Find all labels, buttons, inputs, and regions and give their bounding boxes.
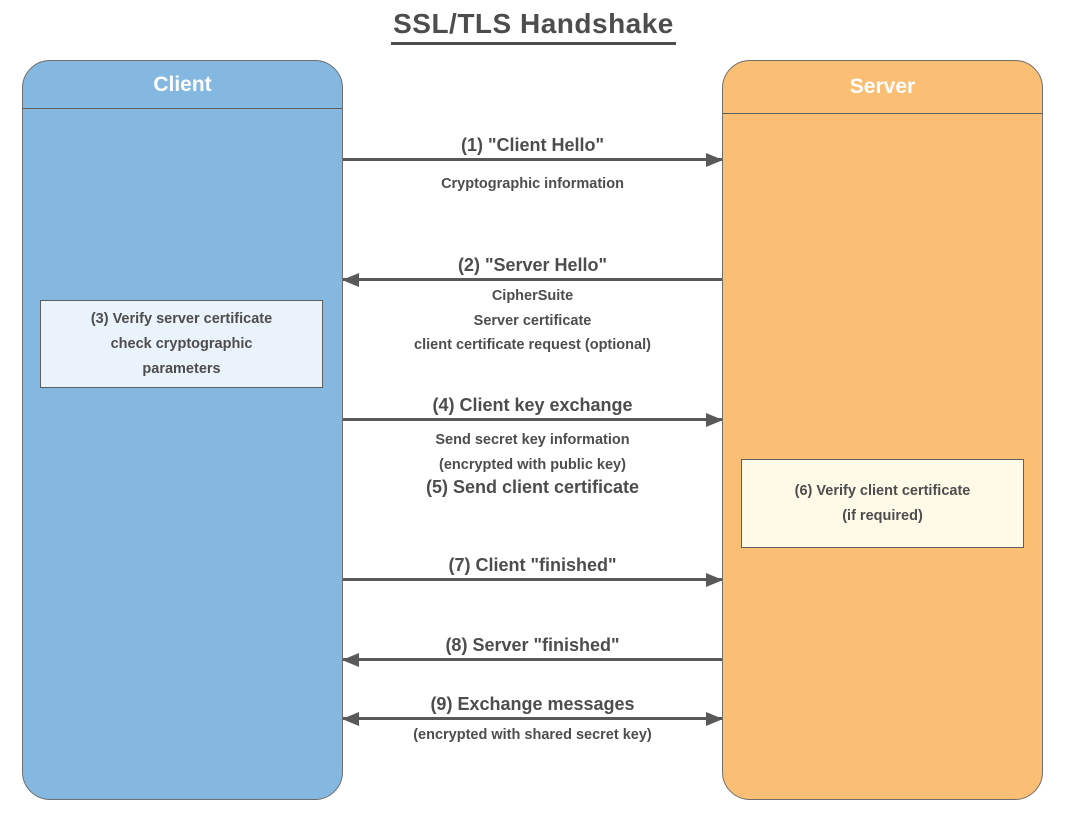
arrow-head-right-icon (706, 711, 723, 726)
client-note-line: parameters (142, 361, 221, 377)
message-row-server-hello: (2) "Server Hello" CipherSuite Server ce… (342, 252, 722, 362)
message-details: Send secret key information (encrypted w… (343, 428, 722, 477)
arrow-head-left-icon (342, 652, 359, 667)
message-detail-line: (encrypted with shared secret key) (413, 727, 652, 743)
message-label: (2) "Server Hello" (457, 255, 608, 275)
message-detail-line: CipherSuite (491, 288, 574, 304)
message-arrow-line (343, 578, 722, 581)
message-details: (encrypted with shared secret key) (343, 723, 722, 748)
arrow-head-left-icon (342, 272, 359, 287)
message-row-client-hello: (1) "Client Hello" Cryptographic informa… (343, 132, 723, 197)
message-label: (1) "Client Hello" (460, 135, 605, 155)
client-note-line: check cryptographic (110, 336, 253, 352)
server-note-line: (if required) (842, 508, 923, 524)
message-row-client-key-exchange: (4) Client key exchange Send secret key … (343, 392, 723, 504)
arrow-head-left-icon (342, 711, 359, 726)
message-detail-line: Server certificate (473, 312, 592, 329)
send-client-certificate-label: (5) Send client certificate (425, 477, 640, 497)
message-row-server-finished: (8) Server "finished" (342, 632, 722, 667)
server-note-box: (6) Verify client certificate (if requir… (741, 459, 1024, 548)
message-arrow-line (343, 158, 722, 161)
message-label: (7) Client "finished" (448, 555, 617, 575)
message-label: (4) Client key exchange (432, 395, 633, 415)
message-label: (9) Exchange messages (430, 694, 635, 714)
message-details: Cryptographic information (343, 172, 722, 197)
arrow-head-right-icon (706, 572, 723, 587)
server-pool: Server (722, 60, 1043, 800)
message-detail-line: client certificate request (optional) (414, 337, 651, 353)
message-label: (8) Server "finished" (445, 635, 620, 655)
client-pool-header: Client (23, 61, 342, 109)
message-detail-line: Cryptographic information (441, 176, 624, 192)
client-note-box: (3) Verify server certificate check cryp… (40, 300, 323, 388)
title-container: SSL/TLS Handshake (0, 8, 1067, 45)
server-pool-header: Server (723, 61, 1042, 114)
message-detail-line: (encrypted with public key) (439, 456, 626, 473)
message-arrow-line (343, 418, 722, 421)
client-pool-label: Client (153, 72, 212, 96)
message-details: CipherSuite Server certificate client ce… (343, 284, 722, 358)
server-pool-label: Server (849, 75, 916, 98)
message-detail-line: Send secret key information (435, 432, 630, 448)
message-arrow-line (343, 658, 722, 661)
arrow-head-right-icon (706, 152, 723, 167)
message-row-client-finished: (7) Client "finished" (343, 552, 723, 587)
message-arrow-line (343, 278, 722, 281)
message-row-exchange-messages: (9) Exchange messages (encrypted with sh… (342, 691, 723, 751)
client-pool: Client (22, 60, 343, 800)
client-note-line: (3) Verify server certificate (90, 311, 273, 327)
message-arrow-line (343, 717, 722, 720)
diagram-title: SSL/TLS Handshake (391, 8, 676, 45)
server-note-line: (6) Verify client certificate (794, 483, 971, 499)
arrow-head-right-icon (706, 412, 723, 427)
